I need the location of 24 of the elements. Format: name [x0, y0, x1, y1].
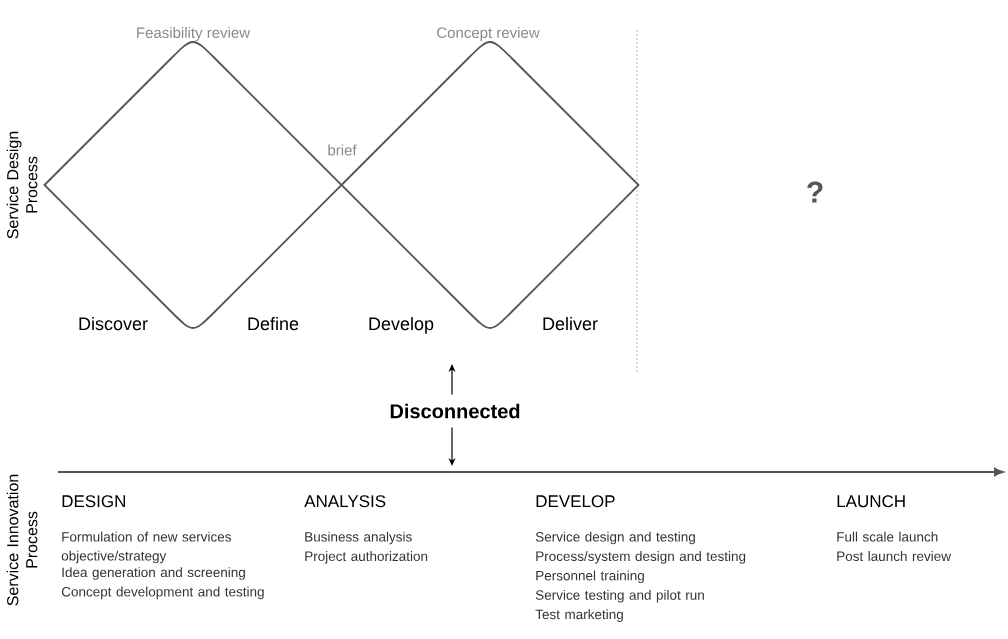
activity-item: Project authorization: [305, 551, 428, 564]
activity-item: Post launch review: [837, 551, 951, 561]
activity-item: Business analysis: [305, 531, 412, 545]
axis-label: Service Innovation Process: [6, 474, 38, 606]
activity-item: Concept development and testing: [61, 586, 264, 600]
phase-label: Develop: [369, 316, 434, 334]
activity-item: Idea generation and screening: [62, 567, 245, 580]
emphasis-text: Disconnected: [390, 403, 520, 419]
question-mark: ?: [807, 181, 823, 203]
activity-item: Process/system design and testing: [536, 551, 746, 564]
activity-item: Full scale launch: [837, 531, 938, 542]
phase-label: Discover: [79, 316, 148, 331]
phase-label: Deliver: [543, 316, 598, 331]
junction-label: brief: [328, 144, 357, 156]
phase-label: Define: [248, 316, 299, 331]
stage-heading: LAUNCH: [837, 495, 905, 508]
activity-item: Personnel training: [536, 570, 644, 584]
stage-heading: ANALYSIS: [304, 495, 386, 508]
stage-heading: DESIGN: [62, 495, 125, 508]
activity-item: Test marketing: [535, 609, 623, 622]
activity-item: Formulation of new services objective/strategy: [61, 531, 231, 564]
activity-item: Service design and testing: [535, 531, 695, 545]
stage-heading: DEVELOP: [536, 495, 615, 508]
activity-item: Service testing and pilot run: [535, 589, 704, 603]
